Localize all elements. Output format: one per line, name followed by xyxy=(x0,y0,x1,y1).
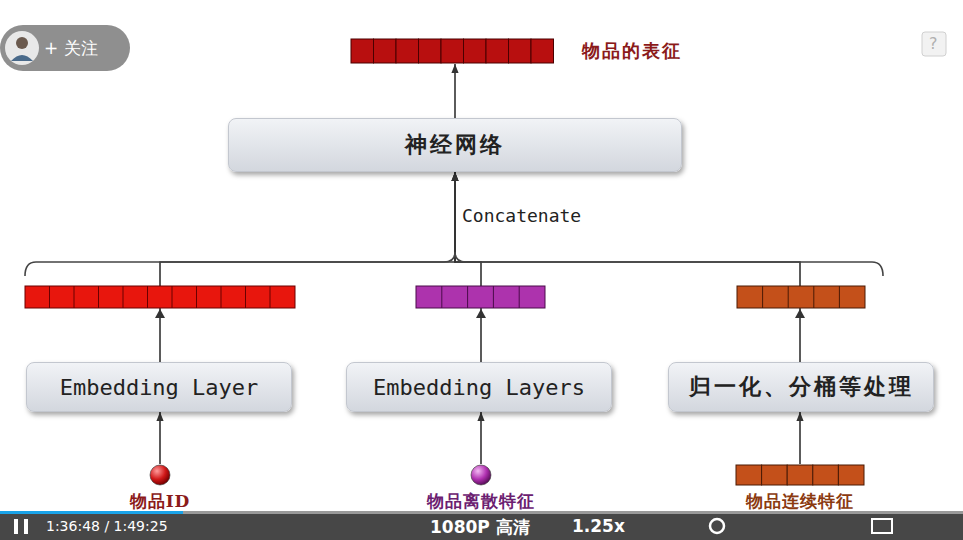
node-text: 神经网络 xyxy=(405,130,505,160)
operation-label: Concatenate xyxy=(462,205,581,226)
processing-box: 归一化、分桶等处理 xyxy=(668,362,934,412)
input-ball xyxy=(149,464,171,486)
avatar xyxy=(5,31,39,65)
vector-cell xyxy=(464,39,487,63)
vector-cell xyxy=(736,465,762,485)
node-text: 物品离散特征 xyxy=(427,490,535,513)
id-embedding-vector xyxy=(25,286,295,308)
progress-track xyxy=(0,511,963,514)
fullscreen-icon xyxy=(872,519,892,533)
help-icon-text: ? xyxy=(929,34,938,53)
help-icon xyxy=(922,32,946,56)
avatar xyxy=(16,37,28,49)
ball xyxy=(150,465,170,485)
flow-arrow xyxy=(159,412,161,464)
embedding-box: Embedding Layer xyxy=(26,362,292,412)
player-bar xyxy=(0,513,963,540)
arrow-head xyxy=(476,309,486,318)
vector-cell xyxy=(787,465,813,485)
progress-played xyxy=(0,511,183,514)
brace xyxy=(25,252,883,276)
node-text: 归一化、分桶等处理 xyxy=(689,372,914,402)
vector-cell xyxy=(486,39,509,63)
vector-cell xyxy=(813,465,839,485)
id-input: 物品ID xyxy=(70,464,250,513)
discrete-embedding-vector xyxy=(416,286,545,308)
vector-cell xyxy=(396,39,419,63)
player-quality: 1080P 高清 xyxy=(430,516,530,539)
flow-arrow xyxy=(480,412,482,464)
player-time: 1:36:48 / 1:49:25 xyxy=(46,518,168,534)
output-vector: 物品的表征 xyxy=(350,38,682,64)
follow-pill xyxy=(0,25,130,71)
vector-cell xyxy=(351,39,374,63)
avatar xyxy=(11,55,33,61)
vector-shape xyxy=(350,38,555,64)
node-text: Embedding Layer xyxy=(60,375,259,400)
continuous-processed-vector xyxy=(737,286,865,308)
vector-cell xyxy=(838,465,864,485)
node-text: 物品ID xyxy=(130,490,191,513)
vector-cell xyxy=(419,39,442,63)
node-text: 物品连续特征 xyxy=(746,490,854,513)
vector-cell xyxy=(762,465,788,485)
vector-cell xyxy=(441,39,464,63)
flow-arrow xyxy=(455,172,481,362)
pause-icon xyxy=(14,519,18,534)
vector-cell xyxy=(531,39,554,63)
node-text: 物品的表征 xyxy=(582,39,682,63)
ball xyxy=(471,465,491,485)
player-speed: 1.25x xyxy=(572,516,625,536)
flow-arrow xyxy=(455,172,800,362)
embedding-box: Embedding Layers xyxy=(346,362,612,412)
flow-arrow xyxy=(454,64,456,118)
arrow-head xyxy=(795,309,805,318)
vector-cell xyxy=(509,39,532,63)
follow-button: + 关注 xyxy=(44,37,98,60)
flow-arrow xyxy=(799,412,801,464)
input-ball xyxy=(470,464,492,486)
network-box: 神经网络 xyxy=(228,118,682,172)
discrete-input: 物品离散特征 xyxy=(391,464,571,513)
vector-cell xyxy=(374,39,397,63)
continuous-input: 物品连续特征 xyxy=(710,464,890,513)
input-vector xyxy=(735,464,865,486)
settings-icon xyxy=(710,519,724,533)
node-text: Embedding Layers xyxy=(373,375,585,400)
flow-arrow xyxy=(160,172,455,362)
pause-icon xyxy=(24,519,28,534)
arrow-head xyxy=(155,309,165,318)
